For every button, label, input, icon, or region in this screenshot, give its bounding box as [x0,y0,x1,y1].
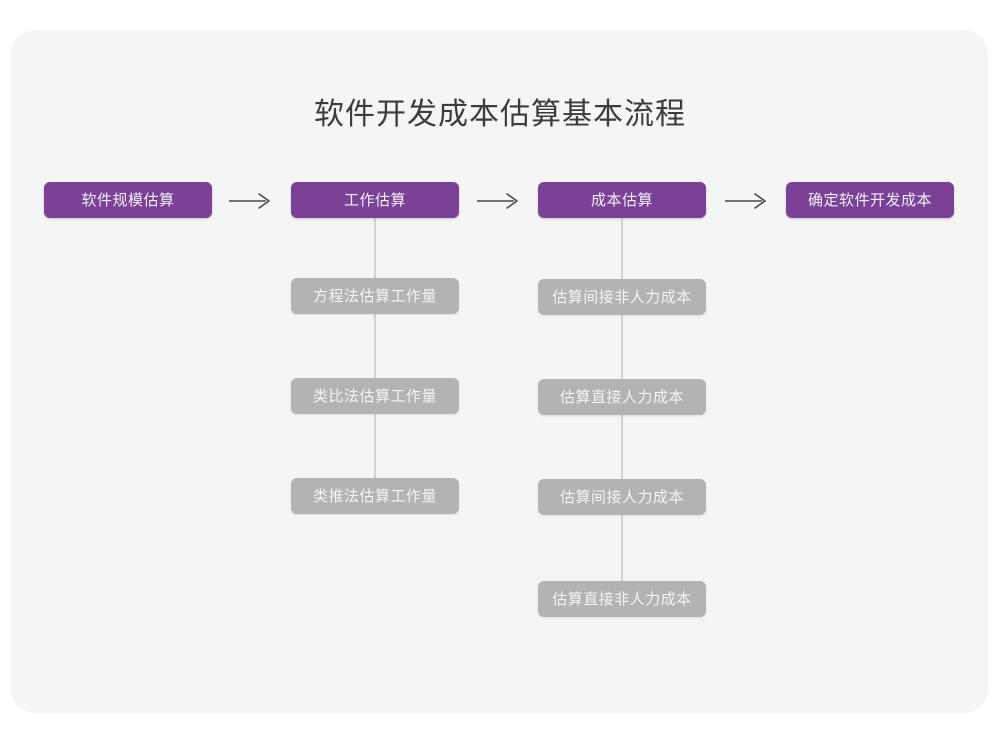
branch-item-label: 类推法估算工作量 [312,487,437,505]
branch-item-direct-nonlabor-cost[interactable]: 估算直接非人力成本 [538,581,706,617]
step-label: 确定软件开发成本 [807,191,932,209]
branch-item-analogy-method[interactable]: 类比法估算工作量 [291,378,459,414]
step-effort-estimation[interactable]: 工作估算 [291,182,459,218]
arrow-2-icon [476,191,522,211]
step-label: 成本估算 [590,191,653,209]
branch-item-label: 方程法估算工作量 [312,287,437,305]
branch-item-label: 估算间接人力成本 [559,488,684,506]
step-cost-estimation[interactable]: 成本估算 [538,182,706,218]
branch-item-label: 估算直接人力成本 [559,388,684,406]
branch-item-label: 估算间接非人力成本 [552,288,692,306]
step-label: 软件规模估算 [81,191,175,209]
step-software-size-estimation[interactable]: 软件规模估算 [44,182,212,218]
branch-item-label: 估算直接非人力成本 [552,590,692,608]
branch-item-label: 类比法估算工作量 [312,387,437,405]
branch-item-inference-method[interactable]: 类推法估算工作量 [291,478,459,514]
arrow-3-icon [724,191,770,211]
arrow-1-icon [228,191,274,211]
step-label: 工作估算 [343,191,406,209]
connector-line-work [374,218,376,498]
branch-item-indirect-nonlabor-cost[interactable]: 估算间接非人力成本 [538,279,706,315]
page-title: 软件开发成本估算基本流程 [314,98,686,131]
branch-item-equation-method[interactable]: 方程法估算工作量 [291,278,459,314]
card-background [11,30,988,713]
step-determine-development-cost[interactable]: 确定软件开发成本 [786,182,954,218]
branch-item-indirect-labor-cost[interactable]: 估算间接人力成本 [538,479,706,515]
branch-item-direct-labor-cost[interactable]: 估算直接人力成本 [538,379,706,415]
